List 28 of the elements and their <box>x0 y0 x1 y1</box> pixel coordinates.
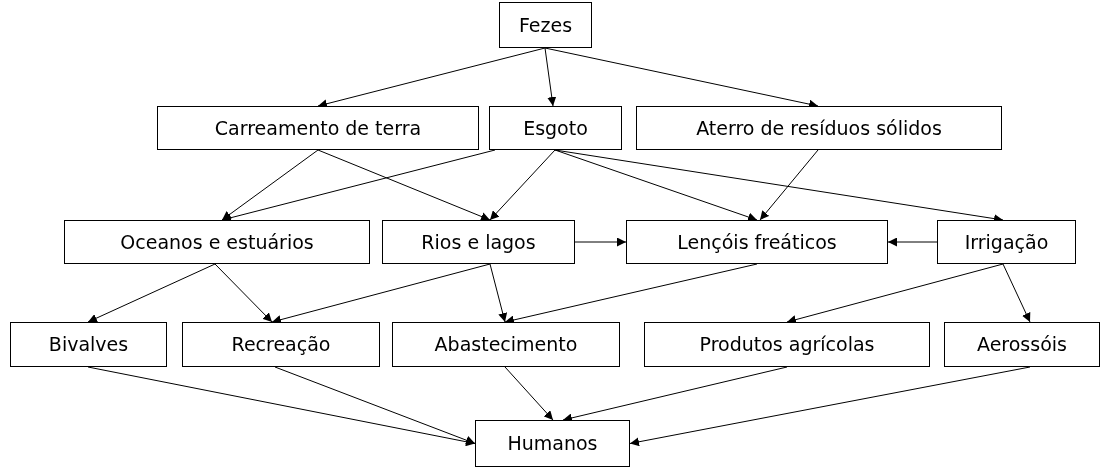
process-box: Abastecimento <box>392 322 620 367</box>
process-box: Aterro de resíduos sólidos <box>636 106 1002 150</box>
arrow <box>87 263 216 323</box>
arrow <box>489 149 556 221</box>
process-box: Bivalves <box>10 322 167 367</box>
process-box: Aerossóis <box>944 322 1100 367</box>
process-box: Irrigação <box>937 220 1076 264</box>
process-box: Humanos <box>475 420 630 467</box>
process-box: Recreação <box>182 322 380 367</box>
process-box: Rios e lagos <box>382 220 575 264</box>
arrow <box>786 263 1004 324</box>
arrow <box>221 149 319 221</box>
arrow <box>489 263 508 323</box>
arrow <box>887 237 938 247</box>
process-box: Fezes <box>499 2 592 48</box>
process-box: Lençóis freáticos <box>626 220 888 264</box>
arrow <box>759 149 819 221</box>
arrow <box>504 366 554 421</box>
process-box: Produtos agrícolas <box>644 322 930 367</box>
arrow <box>544 47 557 107</box>
arrow <box>214 263 273 323</box>
process-box: Oceanos e estuários <box>64 220 370 264</box>
arrow <box>317 149 491 221</box>
arrow <box>1002 263 1031 323</box>
process-box: Esgoto <box>489 106 622 150</box>
process-box: Carreamento de terra <box>157 106 479 150</box>
arrow <box>274 366 476 445</box>
arrow <box>574 237 627 247</box>
